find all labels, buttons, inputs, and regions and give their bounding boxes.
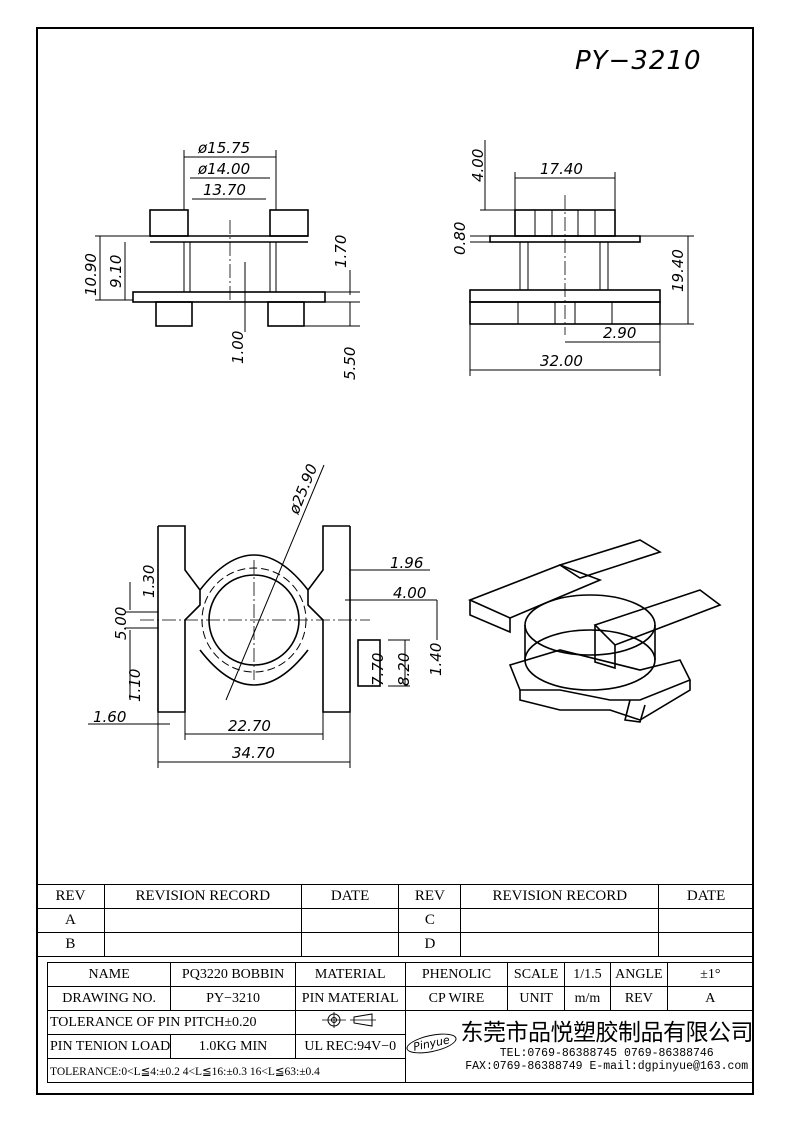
- pin-tension-value: 1.0KG MIN: [170, 1034, 296, 1059]
- tolerance-line: TOLERANCE:0<L≦4:±0.2 4<L≦16:±0.3 16<L≦63…: [47, 1058, 406, 1083]
- name-label: NAME: [46, 962, 172, 987]
- side-view: 17.40 4.00 0.80 19.40 2.90 32.00: [451, 140, 694, 376]
- dim-label: 4.00: [393, 584, 426, 602]
- revision-record-header: REVISION RECORD: [103, 884, 302, 909]
- table-cell: [103, 932, 302, 957]
- rev-label: REV: [610, 986, 668, 1011]
- table-cell: [300, 932, 400, 957]
- table-row: B D: [36, 932, 754, 957]
- company-fax: FAX:0769-86388749 E-mail:dgpinyue@163.co…: [465, 1060, 749, 1073]
- company-block: Pinyue 东莞市品悦塑胶制品有限公司 TEL:0769-86388745 0…: [404, 1010, 755, 1083]
- angle-value: ±1°: [666, 962, 755, 987]
- dim-label: 34.70: [232, 744, 275, 762]
- table-cell: [658, 908, 754, 933]
- table-cell: B: [36, 932, 105, 957]
- dim-label: 9.10: [107, 255, 125, 288]
- dim-label: 5.00: [112, 607, 130, 640]
- date-header: DATE: [658, 884, 754, 909]
- dim-label: ø14.00: [197, 160, 250, 178]
- dim-label: 1.30: [140, 565, 158, 598]
- dim-label: 22.70: [228, 717, 271, 735]
- rev-header: REV: [36, 884, 105, 909]
- unit-value: m/m: [563, 986, 612, 1011]
- isometric-view: [467, 539, 722, 723]
- dim-label: 4.00: [469, 149, 487, 182]
- dim-label: 32.00: [540, 352, 583, 370]
- dim-label: 1.96: [390, 554, 423, 572]
- dim-label: 1.70: [332, 235, 350, 268]
- company-name: 东莞市品悦塑胶制品有限公司: [460, 1020, 753, 1046]
- dim-label: 1.60: [93, 708, 126, 726]
- unit-label: UNIT: [507, 986, 565, 1011]
- bottom-view: ø25.90 1.30 5.00 1.10 1.96 4.00 7.70 8.2…: [88, 461, 445, 768]
- rev-header: REV: [398, 884, 462, 909]
- dim-label: 17.40: [540, 160, 583, 178]
- drawing-sheet: [36, 27, 754, 1095]
- table-row: A C: [36, 908, 754, 933]
- revision-table: REV REVISION RECORD DATE REV REVISION RE…: [36, 884, 754, 957]
- front-view: ø15.75 ø14.00 13.70 10.90 9.10 1.70 1.00…: [82, 139, 360, 380]
- pin-tension-label: PIN TENION LOAD: [46, 1034, 172, 1059]
- dim-label: 10.90: [82, 253, 100, 296]
- table-cell: [460, 932, 660, 957]
- drawing-no-label: DRAWING NO.: [46, 986, 172, 1011]
- dim-label: ø15.75: [197, 139, 250, 157]
- dim-label: 19.40: [669, 249, 687, 292]
- rev-value: A: [666, 986, 755, 1011]
- pin-material-label: PIN MATERIAL: [294, 986, 406, 1011]
- material-label: MATERIAL: [294, 962, 406, 987]
- scale-label: SCALE: [507, 962, 565, 987]
- dim-label: 5.50: [341, 347, 359, 380]
- drawing-no-value: PY−3210: [170, 986, 296, 1011]
- tolerance-pitch: TOLERANCE OF PIN PITCH±0.20: [47, 1010, 296, 1035]
- dim-label: 13.70: [203, 181, 246, 199]
- table-cell: [460, 908, 660, 933]
- angle-label: ANGLE: [610, 962, 668, 987]
- scale-value: 1/1.5: [563, 962, 612, 987]
- table-cell: C: [398, 908, 462, 933]
- name-value: PQ3220 BOBBIN: [170, 962, 296, 987]
- dim-label: ø25.90: [285, 461, 322, 517]
- pin-material-value: CP WIRE: [404, 986, 509, 1011]
- dim-label: 2.90: [603, 324, 636, 342]
- date-header: DATE: [300, 884, 400, 909]
- dim-label: 0.80: [451, 222, 469, 255]
- table-cell: D: [398, 932, 462, 957]
- table-cell: [658, 932, 754, 957]
- dim-label: 8.20: [395, 653, 413, 686]
- table-cell: A: [36, 908, 105, 933]
- table-cell: [103, 908, 302, 933]
- company-tel: TEL:0769-86388745 0769-86388746: [499, 1047, 714, 1060]
- projection-symbol-icon: [322, 1012, 377, 1028]
- revision-record-header: REVISION RECORD: [460, 884, 660, 909]
- dim-label: 7.70: [369, 653, 387, 686]
- ul-rec: UL REC:94V−0: [294, 1034, 406, 1059]
- dim-label: 1.10: [126, 669, 144, 702]
- pinyue-logo-icon: Pinyue: [404, 1029, 458, 1057]
- title-block: NAME PQ3220 BOBBIN MATERIAL PHENOLIC SCA…: [46, 962, 755, 1083]
- drawing-code: PY−3210: [575, 46, 702, 76]
- dim-label: 1.40: [427, 643, 445, 676]
- table-cell: [300, 908, 400, 933]
- material-value: PHENOLIC: [404, 962, 509, 987]
- projection-symbol: [294, 1010, 406, 1035]
- dim-label: 1.00: [229, 331, 247, 364]
